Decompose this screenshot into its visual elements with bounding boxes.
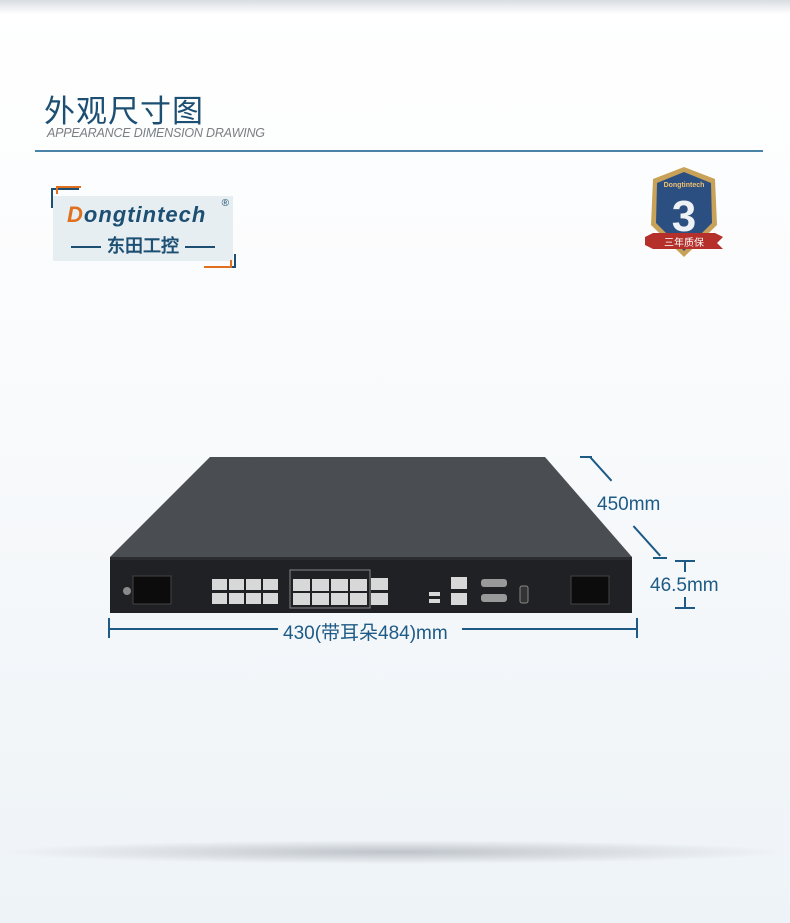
- width-label: 430(带耳朵484)mm: [283, 623, 448, 644]
- divider: [35, 150, 763, 152]
- svg-text:Dongtintech: Dongtintech: [664, 182, 705, 189]
- page-title: 外观尺寸图: [44, 94, 204, 130]
- top-shadow: [0, 0, 790, 14]
- page-subtitle: APPEARANCE DIMENSION DRAWING: [47, 126, 265, 140]
- height-tick: [675, 607, 695, 609]
- logo-corner: [51, 188, 79, 208]
- brand-logo: Dongtintech ® 东田工控: [53, 196, 233, 261]
- logo-corner: [204, 260, 232, 268]
- svg-text:三年质保: 三年质保: [664, 236, 704, 249]
- bottom-shadow: [0, 840, 790, 864]
- svg-text:3: 3: [672, 192, 696, 241]
- height-line: [684, 597, 686, 608]
- width-tick: [636, 618, 638, 638]
- depth-label: 450mm: [597, 494, 661, 515]
- height-label: 46.5mm: [650, 575, 719, 596]
- logo-corner: [56, 186, 81, 194]
- depth-tick: [580, 456, 592, 458]
- warranty-badge-icon: Dongtintech 3 三年质保: [645, 167, 723, 257]
- width-line: [108, 628, 278, 630]
- height-line: [684, 560, 686, 572]
- depth-tick: [653, 557, 667, 559]
- width-line: [462, 628, 637, 630]
- device-image: [110, 457, 632, 613]
